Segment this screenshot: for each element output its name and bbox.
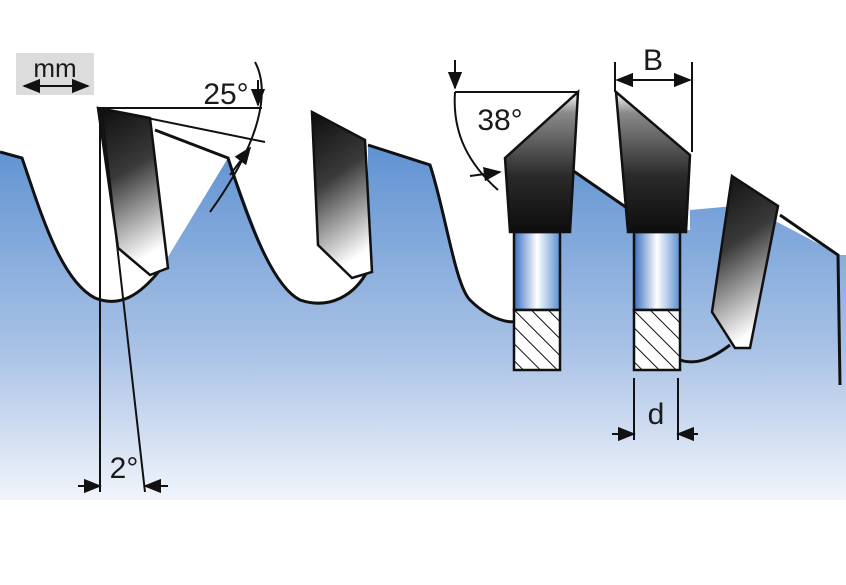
unit-badge: mm [16, 53, 94, 95]
hook-angle-label: 25° [203, 78, 248, 111]
section-tooth-a [503, 89, 580, 372]
kerf-width-label: B [643, 44, 663, 77]
unit-badge-label: mm [33, 53, 76, 83]
clearance-angle-dimension: 2° [78, 110, 168, 494]
clearance-angle-label: 2° [110, 452, 139, 485]
bevel-angle-label: 38° [477, 104, 522, 137]
tooth-tip-2 [310, 109, 374, 280]
body-thickness-dimension: d [612, 378, 698, 442]
bevel-angle-dimension: 38° [447, 60, 578, 191]
blade-outline [0, 128, 842, 386]
tooth-tip-1 [96, 106, 170, 277]
hook-angle-dimension: 25° [97, 61, 266, 213]
body-thickness-label: d [648, 398, 665, 431]
tooth-tip-5 [710, 173, 780, 350]
kerf-width-dimension: B [614, 44, 693, 152]
section-tooth-b [614, 89, 692, 372]
